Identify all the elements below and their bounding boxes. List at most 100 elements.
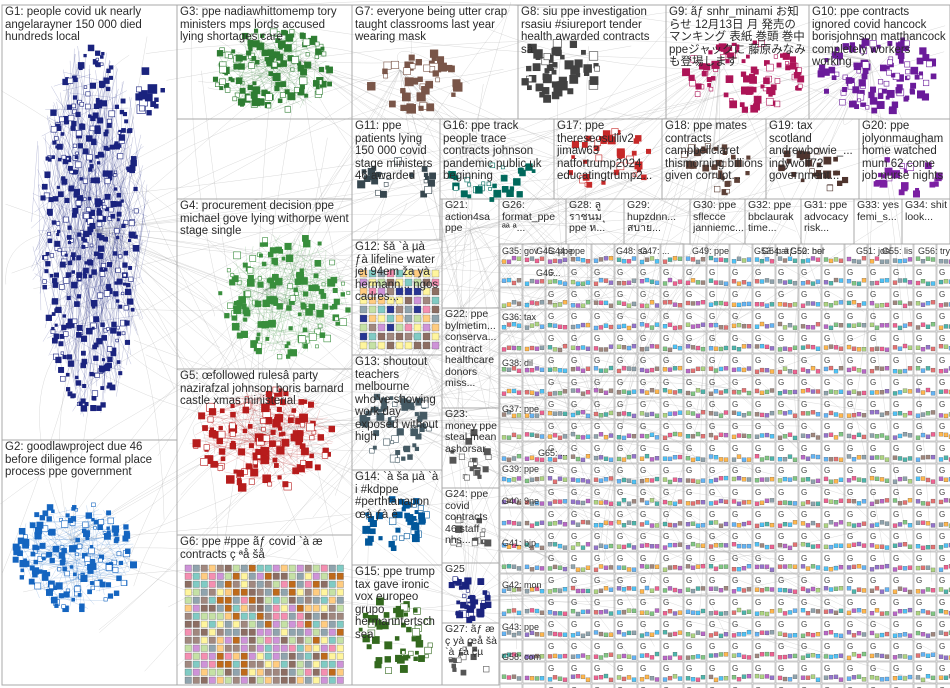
node [801,259,805,263]
node [673,256,677,260]
node [673,632,677,636]
node [793,633,797,637]
node [939,477,943,481]
node [903,304,907,308]
node [852,324,856,328]
node [548,502,552,506]
node [617,258,621,262]
node [581,634,585,638]
node [540,477,544,481]
node [898,609,902,613]
node [880,545,884,549]
node [834,544,838,548]
node [609,411,613,415]
node [880,390,884,394]
node [737,303,741,307]
node [530,324,534,328]
node [686,257,690,261]
node [724,389,728,393]
node [627,367,631,371]
node [640,389,644,393]
node [926,388,930,392]
node [512,608,516,612]
node [645,369,649,373]
node [778,391,782,395]
node [765,499,769,503]
node [627,259,631,263]
node [847,368,851,372]
node [862,478,866,482]
node [645,434,649,438]
node [709,479,713,483]
node [696,543,700,547]
node [691,278,695,282]
node [581,304,585,308]
node [926,634,930,638]
node [829,567,833,571]
node [875,565,879,569]
node [742,344,746,348]
node [525,326,529,330]
node [691,301,695,305]
node [852,499,856,503]
node [783,303,787,307]
node [640,368,644,372]
node [609,633,613,637]
node [742,477,746,481]
node [898,279,902,283]
node [686,610,690,614]
node [732,368,736,372]
node [673,611,677,615]
node [801,564,805,568]
node [655,609,659,613]
node [931,588,935,592]
node [765,631,769,635]
node [678,389,682,393]
node [875,257,879,261]
node [571,546,575,550]
node [640,654,644,658]
node [576,632,580,636]
node [525,479,529,483]
node [594,259,598,263]
node [548,345,552,349]
node [834,611,838,615]
node [931,347,935,351]
node [926,282,930,286]
node [594,301,598,305]
node [594,630,598,634]
node [760,631,764,635]
node [673,523,677,527]
node [691,611,695,615]
node [599,389,603,393]
node [650,478,654,482]
node [632,344,636,348]
node [806,457,810,461]
node [609,325,613,329]
node [870,347,874,351]
node [632,302,636,306]
node [852,435,856,439]
node [742,388,746,392]
node [829,390,833,394]
node [732,435,736,439]
node [696,480,700,484]
node [944,345,948,349]
node [535,457,539,461]
node [847,586,851,590]
node [604,279,608,283]
node [586,300,590,304]
node [770,280,774,284]
node [563,633,567,637]
node [576,389,580,393]
node [701,434,705,438]
node [770,389,774,393]
node [847,565,851,569]
node [714,611,718,615]
node [599,564,603,568]
node [714,389,718,393]
node [655,281,659,285]
node [737,455,741,459]
node [765,368,769,372]
node [755,389,759,393]
